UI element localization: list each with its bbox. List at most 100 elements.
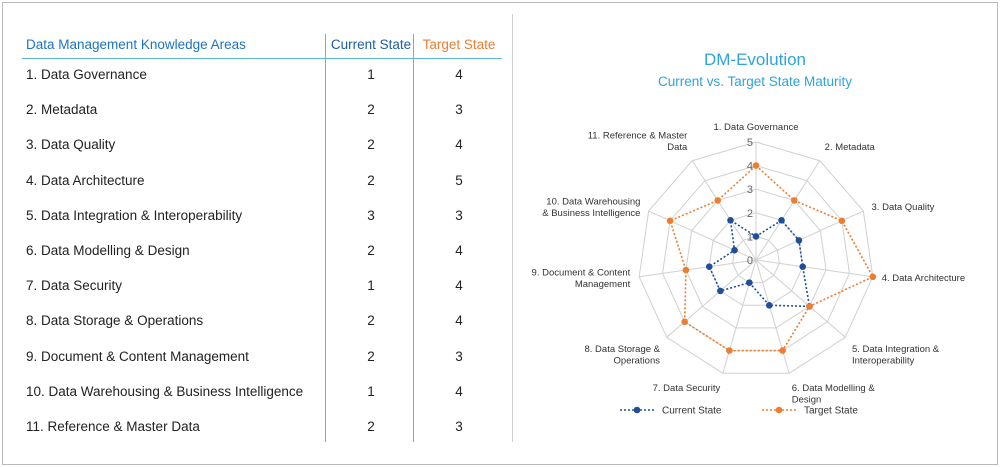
current-state-cell: 2: [367, 418, 375, 434]
legend-marker: [775, 406, 783, 414]
grid-ring: [662, 165, 850, 352]
category-label: 5. Data Integration &Interoperability: [852, 344, 940, 367]
data-point: [726, 347, 733, 354]
area-cell: 5. Data Integration & Interoperability: [26, 207, 243, 223]
radial-tick-label: 2: [747, 208, 753, 220]
series-line: [708, 218, 811, 308]
area-cell: 8. Data Storage & Operations: [26, 313, 204, 329]
table-row: 2. Metadata 2 3: [22, 94, 502, 129]
grid-ring: [638, 141, 874, 374]
data-point: [746, 279, 753, 286]
category-label: 1. Data Governance: [713, 122, 798, 133]
current-state-cell: 2: [367, 242, 375, 258]
target-state-cell: 3: [455, 207, 463, 223]
area-cell: 4. Data Architecture: [26, 172, 145, 188]
column-divider-target: [413, 34, 414, 442]
table-row: 1. Data Governance 1 4: [22, 59, 502, 94]
category-label: 4. Data Architecture: [882, 273, 965, 284]
data-point: [752, 233, 760, 240]
data-point: [681, 318, 688, 326]
column-divider-current: [325, 34, 326, 442]
data-point: [838, 217, 846, 225]
data-point: [795, 237, 803, 244]
data-point: [731, 246, 738, 254]
panel-divider: [512, 14, 513, 442]
area-cell: 3. Data Quality: [26, 137, 116, 153]
knowledge-areas-table: Data Management Knowledge Areas Current …: [22, 34, 502, 446]
table-row: 8. Data Storage & Operations 2 4: [22, 305, 502, 340]
data-point: [714, 197, 722, 204]
category-label: 7. Data Security: [653, 383, 721, 394]
header-knowledge-areas: Data Management Knowledge Areas: [26, 37, 246, 52]
legend-label: Current State: [662, 406, 722, 417]
grid-spoke: [755, 259, 846, 338]
data-point: [869, 273, 877, 281]
current-state-cell: 2: [367, 313, 375, 329]
category-label: 3. Data Quality: [872, 202, 935, 213]
current-state-cell: 2: [367, 137, 375, 153]
target-state-cell: 4: [455, 242, 463, 258]
category-label: 6. Data Modelling &Design: [792, 383, 876, 406]
grid-spoke: [755, 210, 864, 261]
data-point: [682, 266, 690, 274]
data-point: [717, 287, 724, 295]
target-state-cell: 4: [455, 313, 463, 329]
current-state-cell: 2: [367, 172, 375, 188]
area-cell: 9. Document & Content Management: [26, 348, 249, 364]
data-point: [779, 347, 786, 354]
radial-tick-label: 4: [747, 161, 753, 173]
current-state-cell: 1: [367, 67, 375, 82]
header-current-state: Current State: [330, 37, 412, 52]
data-point: [806, 303, 813, 310]
data-point: [799, 263, 807, 271]
target-state-cell: 4: [455, 137, 463, 153]
target-state-cell: 4: [455, 67, 463, 82]
category-label: 10. Data Warehousing& Business Intellige…: [542, 196, 640, 219]
target-state-cell: 5: [455, 172, 463, 188]
grid-spoke: [648, 210, 757, 261]
area-cell: 7. Data Security: [26, 278, 123, 294]
category-label: 2. Metadata: [825, 142, 876, 153]
radial-tick-label: 5: [747, 137, 753, 149]
table-body: 1. Data Governance 1 4 2. Metadata 2 3 3. Data…: [22, 59, 502, 446]
target-state-cell: 4: [455, 383, 463, 399]
grid-spoke: [755, 160, 821, 261]
table-row: 9. Document & Content Management 2 3: [22, 341, 502, 376]
area-cell: 6. Data Modelling & Design: [26, 242, 190, 258]
data-point: [666, 217, 674, 225]
current-state-cell: 2: [367, 348, 375, 364]
area-cell: 1. Data Governance: [26, 67, 147, 82]
radial-tick-label: 1: [747, 231, 753, 243]
grid-ring: [685, 188, 827, 329]
grid-spoke: [755, 259, 873, 278]
grid-spoke: [691, 160, 757, 261]
grid-spoke: [639, 259, 757, 278]
area-cell: 11. Reference & Master Data: [26, 418, 200, 434]
table-row: 6. Data Modelling & Design 2 4: [22, 235, 502, 270]
area-cell: 2. Metadata: [26, 102, 98, 118]
area-cell: 10. Data Warehousing & Business Intellig…: [26, 383, 304, 399]
current-state-cell: 2: [367, 102, 375, 118]
target-state-cell: 3: [455, 348, 463, 364]
header-target-state: Target State: [422, 37, 496, 52]
target-state-cell: 3: [455, 102, 463, 118]
grid-spoke: [755, 259, 790, 374]
current-state-cell: 1: [367, 383, 375, 399]
grid-spoke: [722, 259, 757, 374]
target-state-cell: 3: [455, 418, 463, 434]
target-state-cell: 4: [455, 278, 463, 294]
category-label: 8. Data Storage &Operations: [584, 344, 660, 367]
chart-subtitle: Current vs. Target State Maturity: [657, 74, 853, 89]
data-point: [727, 216, 734, 224]
data-point: [705, 263, 713, 271]
table-row: 3. Data Quality 2 4: [22, 129, 502, 164]
current-state-cell: 1: [367, 278, 375, 294]
table-header: Data Management Knowledge Areas Current …: [22, 34, 502, 59]
data-point: [765, 301, 773, 309]
table-row: 10. Data Warehousing & Business Intellig…: [22, 376, 502, 411]
table-row: 4. Data Architecture 2 5: [22, 165, 502, 200]
